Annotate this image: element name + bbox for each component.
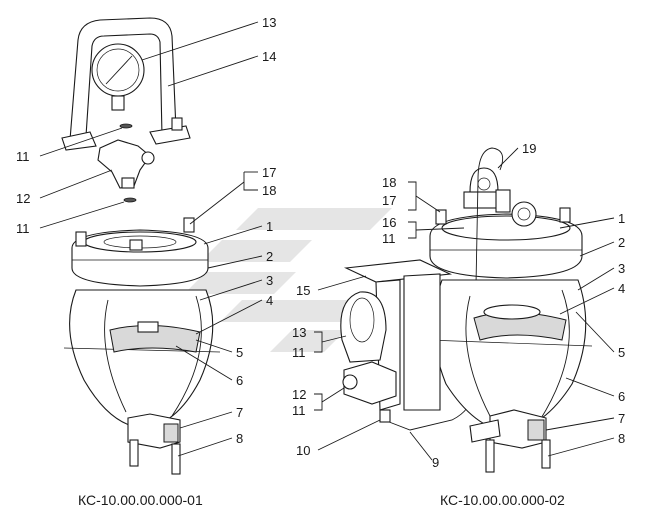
label-17: 17 <box>262 165 276 180</box>
label-11: 11 <box>292 345 306 360</box>
label-5: 5 <box>236 345 243 360</box>
label-12: 12 <box>16 191 30 206</box>
label-11: 11 <box>16 149 30 164</box>
valve-body <box>97 139 151 189</box>
sphere-body-right <box>433 279 587 433</box>
leg-left-right <box>485 439 495 473</box>
label-6: 6 <box>236 373 243 388</box>
sphere-body <box>69 289 214 429</box>
label-18: 18 <box>382 175 396 190</box>
left-assembly <box>61 17 221 475</box>
label-8: 8 <box>236 431 243 446</box>
label-15: 15 <box>296 283 310 298</box>
bracket-foot-left <box>61 131 97 151</box>
label-1: 1 <box>618 211 625 226</box>
label-2: 2 <box>266 249 273 264</box>
caption-right: КС-10.00.00.000-02 <box>440 492 565 508</box>
washer-bottom <box>123 197 137 203</box>
gauge-ring <box>340 291 387 363</box>
pressure-gauge <box>91 43 145 97</box>
connecting-pipe <box>383 147 504 431</box>
watermark-logo <box>184 208 392 352</box>
label-6: 6 <box>618 389 625 404</box>
label-17: 17 <box>382 193 396 208</box>
flange-bolt <box>183 217 195 233</box>
leg-right <box>171 443 181 475</box>
label-16: 16 <box>382 215 396 230</box>
right-assembly <box>340 147 593 473</box>
label-14: 14 <box>262 49 276 64</box>
leg-left <box>129 439 139 467</box>
label-4: 4 <box>266 293 273 308</box>
right-part-numbers: 19 18 17 16 11 1 2 3 4 15 13 11 5 12 11 … <box>292 141 625 470</box>
label-18: 18 <box>262 183 276 198</box>
label-11: 11 <box>16 221 30 236</box>
gauge-stem <box>111 95 125 111</box>
bracket-foot-right <box>149 125 191 145</box>
label-7: 7 <box>236 405 243 420</box>
label-7: 7 <box>618 411 625 426</box>
bracket-bolt <box>171 117 183 131</box>
washer-top <box>119 123 133 129</box>
label-12: 12 <box>292 387 306 402</box>
valve-right <box>343 361 397 405</box>
label-10: 10 <box>296 443 310 458</box>
leg-right-right <box>541 439 551 469</box>
label-9: 9 <box>432 455 439 470</box>
label-13: 13 <box>292 325 306 340</box>
label-1: 1 <box>266 219 273 234</box>
caption-left: КС-10.00.00.000-01 <box>78 492 203 508</box>
label-11: 11 <box>292 403 306 418</box>
label-8: 8 <box>618 431 625 446</box>
label-2: 2 <box>618 235 625 250</box>
leader-lines <box>39 21 615 461</box>
label-4: 4 <box>618 281 625 296</box>
label-13: 13 <box>262 15 276 30</box>
label-19: 19 <box>522 141 536 156</box>
label-3: 3 <box>266 273 273 288</box>
label-11: 11 <box>382 231 396 246</box>
lifting-eye <box>469 167 499 193</box>
left-part-numbers: 13 14 11 12 11 17 18 1 2 3 4 5 6 7 8 <box>16 15 276 446</box>
label-5: 5 <box>618 345 625 360</box>
label-3: 3 <box>618 261 625 276</box>
